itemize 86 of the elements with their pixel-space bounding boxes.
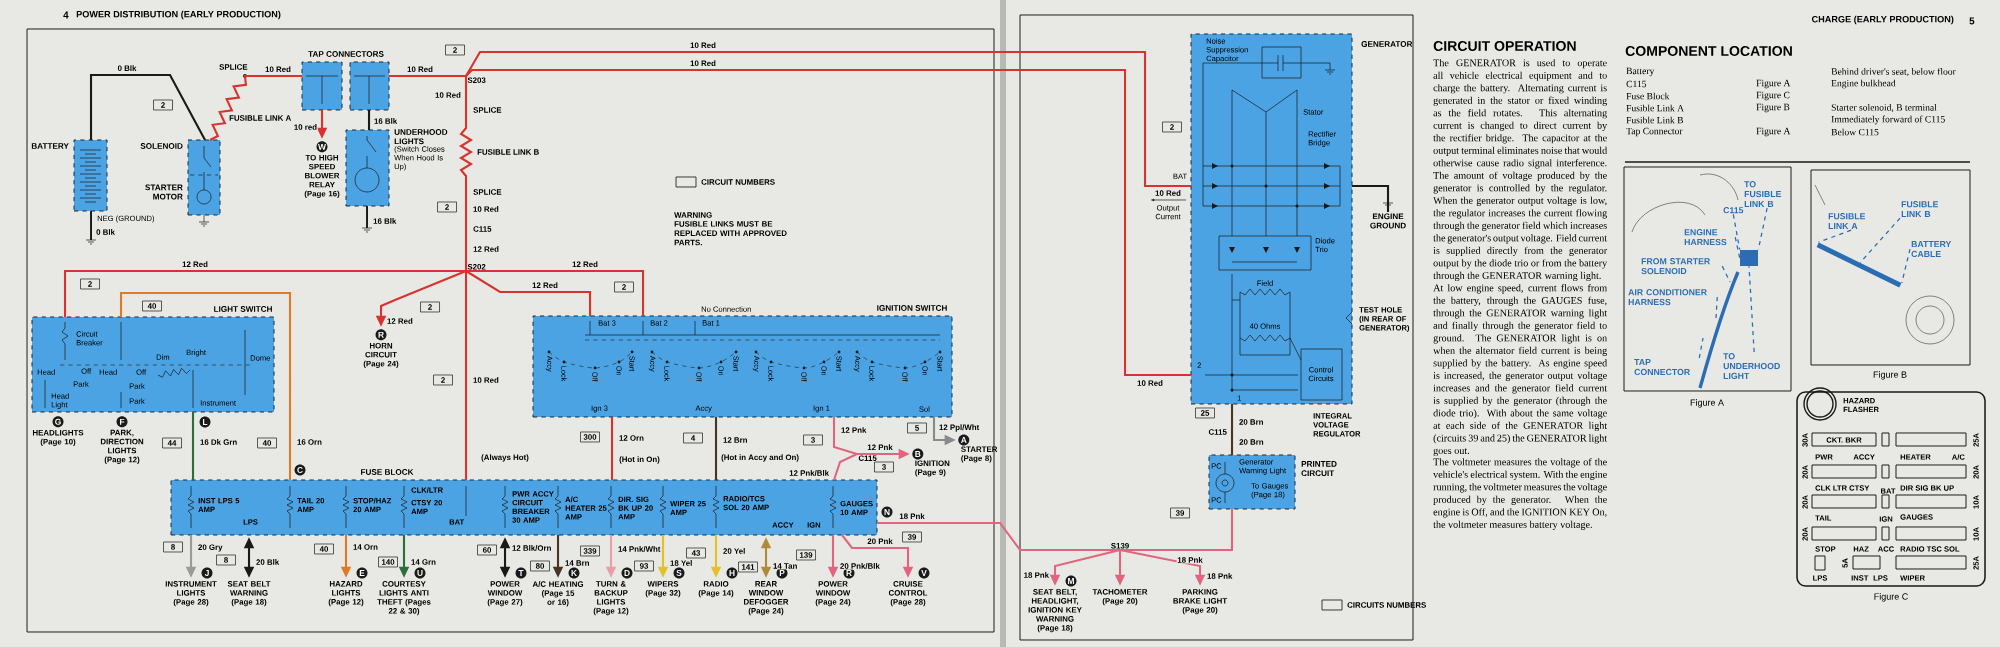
node-label: LIGHT SWITCH	[214, 306, 272, 312]
section-heading: CIRCUIT OPERATION	[1433, 41, 1576, 51]
table-cell: C115	[1626, 80, 1647, 88]
wire	[367, 110, 371, 130]
paragraph: At low engine speed, current flows from the battery, through the GAUGES fuse, through the GENERATOR warning light and finally through the generator field to ground. The GENERATOR light is on when the alternator field current is being supplied by the battery. As engine speed is increased, the generator output voltage increases and the generator field current is supplied by the generator (through the diode trio). With about the same voltage at each side of the GENERATOR light (circuits 39 and 25) the GENERATOR light goes out.	[1433, 284, 1608, 457]
battery-cable	[1816, 242, 1902, 288]
table-cell: Figure B	[1756, 103, 1790, 113]
page-number: 5	[1969, 17, 1975, 25]
leader-line	[1721, 265, 1731, 283]
table-cell: Fuse Block	[1626, 92, 1670, 100]
wire	[209, 74, 302, 141]
circled-letter: N	[881, 506, 893, 518]
table-cell: Figure C	[1756, 91, 1790, 101]
table-cell: Starter solenoid, B terminal	[1831, 103, 1937, 113]
wire	[191, 412, 195, 480]
node-label: FUSE BLOCK	[361, 469, 414, 475]
wire	[1352, 184, 1390, 212]
node-label: Figure C	[1874, 593, 1908, 602]
wire	[1859, 217, 1901, 264]
table-cell: Fusible Link A	[1626, 104, 1684, 112]
paragraph: The GENERATOR is used to operate all vehicle electrical equipment and to charge the battery. Alternating current is generated in the stator or fixed winding as the field rotates. This alternating current is changed to direct current by the rectifier bridge. The capacitor at the output terminal eliminates noise that would otherwise cause radio signal interference. The amount of voltage produced by the generator is controlled by the regulator. When the generator output voltage is low, the regulator increases the current flowing through the generator field which increases the generator's output voltage. Field current is supplied directly from the generator output by the diode trio or from the battery through the GENERATOR warning light.	[1433, 59, 1608, 282]
page-number: 4	[63, 11, 69, 19]
paragraph: The voltmeter measures the voltage of the vehicle's electrical system. With the engine running, the voltmeter measures the voltage produced by the generator. When the engine is Off, and the IGNITION KEY On, the voltmeter measures battery voltage.	[1433, 458, 1607, 530]
callout-label: ENGINE HARNESS	[1684, 229, 1727, 246]
callout-label: TO FUSIBLE LINK B	[1744, 181, 1782, 207]
table-cell: Tap Connector	[1626, 127, 1683, 137]
solenoid-box: SOLENOID STARTER MOTOR	[140, 139, 221, 216]
wire	[832, 417, 858, 455]
table-cell: Immediately forward of C115	[1831, 115, 1945, 125]
wire	[833, 453, 858, 481]
wire	[458, 76, 474, 271]
wire	[466, 269, 645, 316]
tap-connector-box	[349, 61, 390, 111]
circled-letter: C	[294, 464, 306, 476]
page-header: CHARGE (EARLY PRODUCTION)	[1811, 15, 1954, 25]
wire	[1757, 207, 1768, 251]
node-label: TAP CONNECTORS	[308, 51, 384, 57]
table-cell: Figure A	[1756, 79, 1791, 89]
leader-line	[1715, 296, 1718, 319]
wire	[1748, 265, 1755, 353]
ground-label: ENGINE GROUND	[1370, 213, 1406, 229]
callout-label: FROM STARTER SOLENOID	[1641, 258, 1711, 275]
wire	[89, 73, 206, 141]
wire	[465, 270, 592, 316]
wire	[465, 50, 1191, 188]
callout-label: TAP CONNECTOR	[1634, 359, 1690, 376]
wire	[1901, 248, 1911, 284]
wire	[63, 269, 466, 317]
table-cell: Fusible Link B	[1626, 116, 1684, 124]
section-heading: COMPONENT LOCATION	[1625, 46, 1792, 56]
tap-connector-box: TAP CONNECTORS	[301, 51, 384, 111]
wire	[1734, 236, 1741, 259]
wire	[1120, 509, 1234, 552]
wire	[1818, 229, 1852, 243]
callout-label: FUSIBLE LINK A	[1828, 213, 1866, 230]
node-label: UNDERHOOD LIGHTS	[394, 129, 448, 145]
table-cell: Figure A	[1756, 127, 1791, 137]
callout-label: AIR CONDITIONER HARNESS	[1628, 289, 1707, 306]
node-label: Figure A	[1690, 399, 1724, 408]
table-cell: Engine bulkhead	[1831, 79, 1896, 89]
node-label: SOLENOID	[140, 143, 183, 149]
leader-line	[1698, 337, 1704, 359]
wire	[714, 417, 718, 480]
callout-label: C115	[1723, 207, 1744, 214]
node-label: GENERATOR	[1361, 41, 1413, 47]
wire	[389, 74, 466, 78]
node-label: PRINTED CIRCUIT	[1301, 461, 1337, 477]
table-cell: Below C115	[1831, 128, 1879, 136]
page-header: POWER DISTRIBUTION (EARLY PRODUCTION)	[76, 10, 281, 20]
callout-label: TO UNDERHOOD LIGHT	[1723, 353, 1780, 379]
callout-label: BATTERY CABLE	[1911, 241, 1952, 258]
wire	[465, 68, 1191, 377]
node-label: IGNITION SWITCH	[877, 305, 947, 311]
node-label: Figure B	[1873, 371, 1907, 380]
table-cell: Battery	[1626, 67, 1655, 77]
circled-letter: L	[199, 416, 211, 428]
wire	[1230, 404, 1234, 455]
wire	[610, 417, 614, 480]
wire	[877, 521, 1120, 552]
callout-label: FUSIBLE LINK B	[1901, 201, 1939, 218]
wire	[119, 291, 292, 480]
node-label: BATTERY	[31, 143, 69, 149]
table-cell: Behind driver's seat, below floor	[1831, 67, 1956, 77]
node-label: STARTER MOTOR	[145, 184, 183, 200]
wire	[464, 271, 468, 480]
battery-box: BATTERY	[31, 139, 108, 212]
